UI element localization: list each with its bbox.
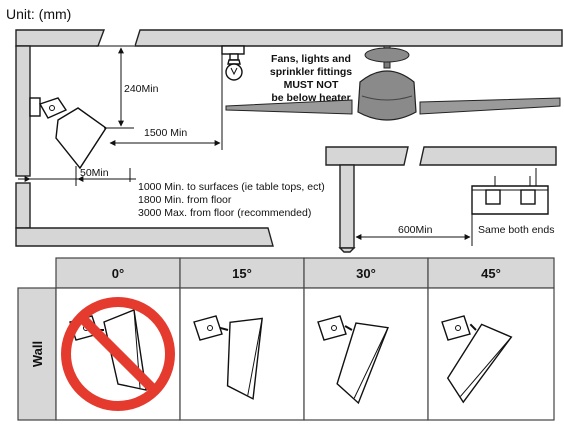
- wall-clearance-dimension: 50Min: [18, 166, 136, 186]
- left-wall-lower: [15, 182, 31, 229]
- row-label-cell: [17, 287, 57, 421]
- center-ceiling: [134, 29, 563, 47]
- wall-clearance-label: 50Min: [80, 167, 109, 179]
- header-angle-0: 0°: [112, 266, 124, 281]
- same-both-ends-label: Same both ends: [478, 224, 554, 236]
- ceiling-clearance-dimension: 240Min: [96, 45, 159, 129]
- ceiling-fan-icon: [225, 45, 561, 121]
- warning-text: Fans, lights and sprinkler fittings MUST…: [270, 53, 352, 104]
- unit-label: Unit: (mm): [6, 6, 71, 22]
- height-notes: 1000 Min. to surfaces (ie table tops, ec…: [138, 181, 325, 219]
- header-angle-15: 15°: [232, 266, 252, 281]
- fan-clearance-dimension: 1500 Min: [109, 46, 223, 150]
- heater-at-angle: [441, 315, 513, 404]
- table-header-cell: [55, 257, 181, 289]
- right-room-wall: [339, 164, 355, 249]
- table-header-cell: [303, 257, 429, 289]
- height-note: 1800 Min. from floor: [138, 194, 232, 206]
- heater-at-angle: [193, 315, 263, 400]
- left-ceiling: [15, 29, 106, 47]
- warning-line: sprinkler fittings: [270, 66, 352, 78]
- warning-line: MUST NOT: [284, 79, 339, 91]
- table-header-cell: [427, 257, 555, 289]
- right-ceiling-left: [325, 146, 409, 166]
- angle-table: 0° 15° 30° 45° Wall: [17, 257, 555, 421]
- heater-at-angle: [317, 315, 389, 405]
- warning-line: Fans, lights and: [271, 53, 351, 65]
- header-angle-30: 30°: [356, 266, 376, 281]
- left-room-structure: [15, 29, 563, 247]
- row-label-wall: Wall: [30, 341, 45, 367]
- left-floor: [15, 227, 274, 247]
- prohibited-icon: [61, 297, 175, 411]
- height-note: 1000 Min. to surfaces (ie table tops, ec…: [138, 181, 325, 193]
- right-room-structure: [325, 146, 557, 253]
- fan-clearance-label: 1500 Min: [144, 127, 187, 139]
- light-bulb-icon: [221, 45, 245, 81]
- small-heater-icon: [471, 168, 549, 215]
- left-heater: [29, 97, 107, 170]
- end-clearance-label: 600Min: [398, 224, 433, 236]
- left-wall-upper: [15, 45, 31, 177]
- right-ceiling-right: [419, 146, 557, 166]
- end-clearance-dimension: 600Min Same both ends: [355, 214, 554, 246]
- header-angle-45: 45°: [481, 266, 501, 281]
- height-note: 3000 Max. from floor (recommended): [138, 207, 311, 219]
- ceiling-clearance-label: 240Min: [124, 83, 159, 95]
